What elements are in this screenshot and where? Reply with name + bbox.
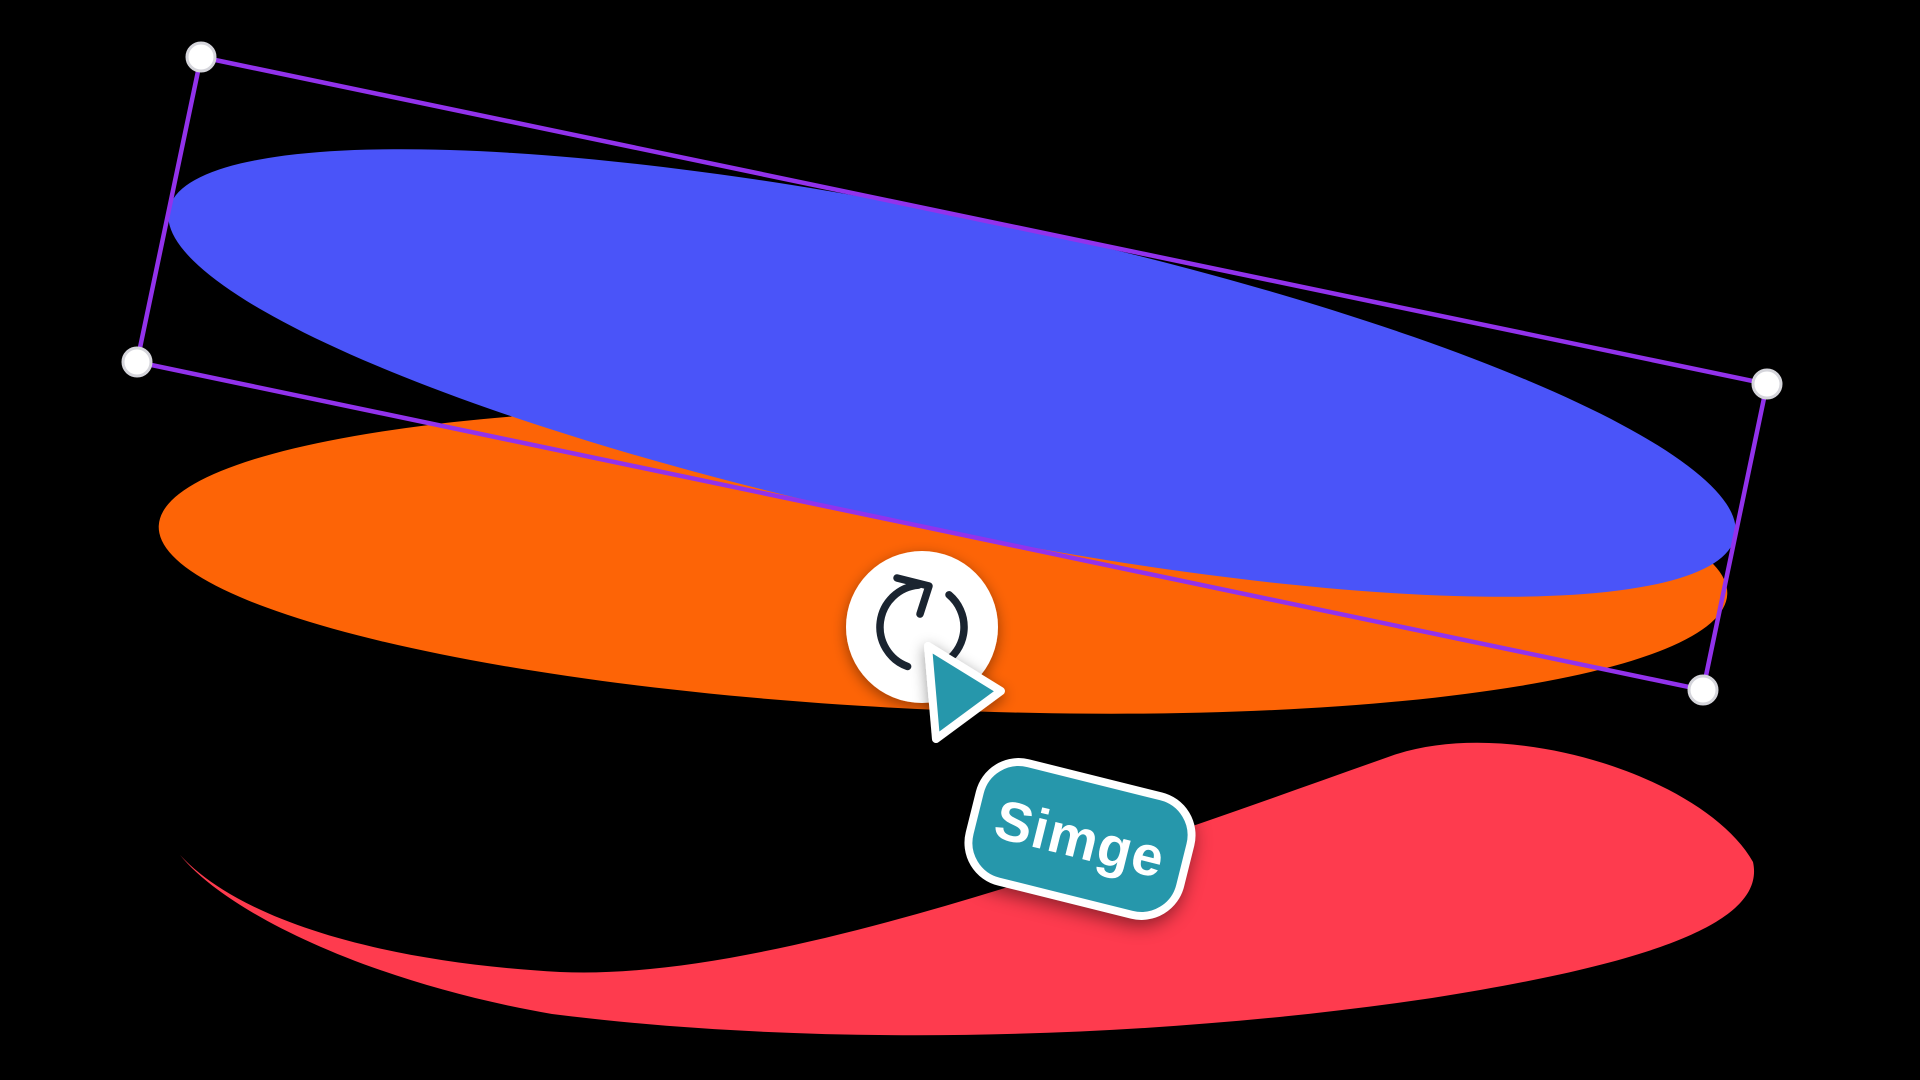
resize-handle-top-left[interactable] xyxy=(185,41,217,73)
resize-handle-top-right[interactable] xyxy=(1751,368,1783,400)
resize-handle-bottom-left[interactable] xyxy=(121,346,153,378)
resize-handle-bottom-right[interactable] xyxy=(1687,674,1719,706)
shape-ellipse-blue-selected[interactable] xyxy=(137,57,1767,690)
shape-swoosh-red[interactable] xyxy=(180,742,1755,1036)
cursor-pointer-icon xyxy=(924,642,1005,743)
collaborator-name-label: Simge xyxy=(988,787,1172,891)
